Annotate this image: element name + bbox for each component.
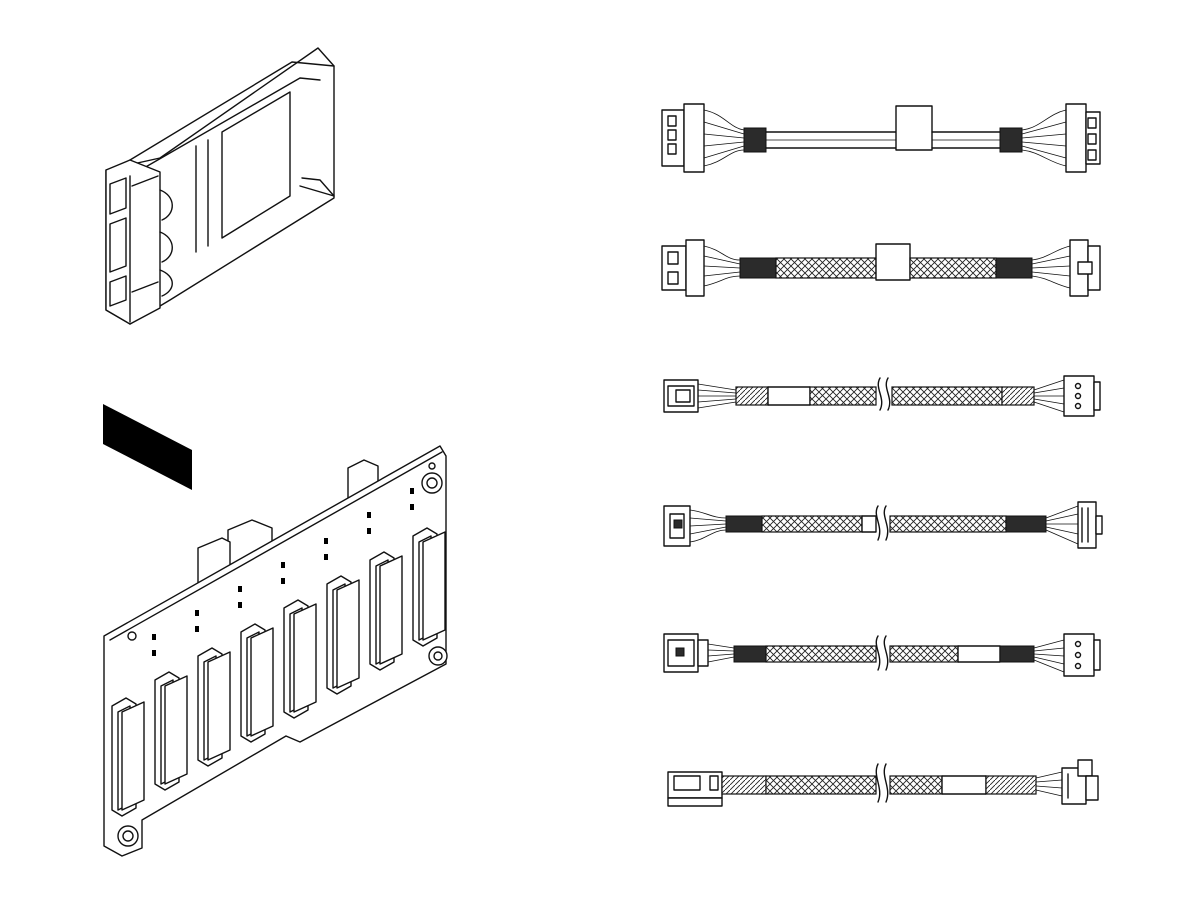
drive-bay-filler bbox=[105, 47, 335, 325]
cable-3 bbox=[663, 375, 1101, 417]
drive-backplane bbox=[103, 445, 448, 857]
cable-1 bbox=[661, 103, 1101, 173]
cable-5 bbox=[663, 633, 1101, 677]
cable-2 bbox=[661, 239, 1101, 297]
backplane-label-block bbox=[103, 404, 192, 490]
cable-6 bbox=[667, 759, 1099, 807]
cable-4 bbox=[663, 501, 1103, 549]
